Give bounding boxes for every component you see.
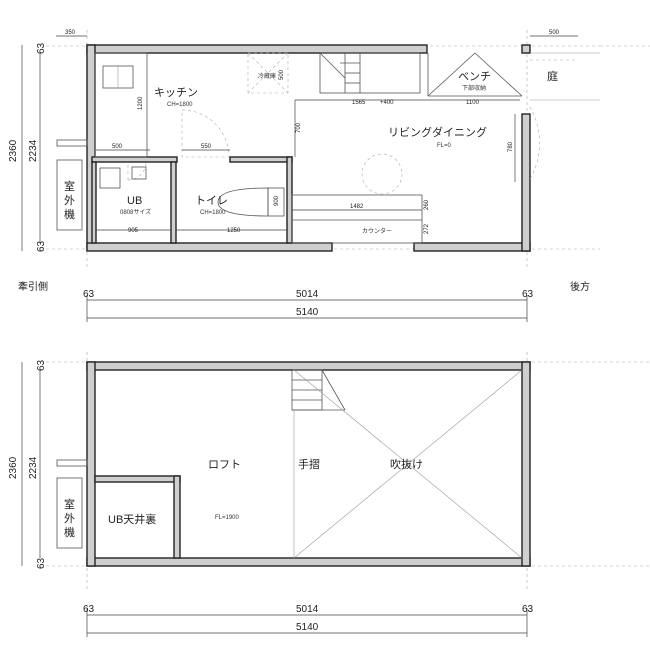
room-bench-label: ベンチ xyxy=(458,70,491,83)
loft-dim-bottom-5140: 5140 xyxy=(296,622,319,633)
wall-ub-right xyxy=(170,161,177,244)
loft-dim-63-top: 63 xyxy=(36,359,47,371)
room-kitchen-ch: CH=1800 xyxy=(167,102,193,108)
wall-ub-left-inner xyxy=(91,161,97,244)
room-living-fl: FL=0 xyxy=(437,143,452,149)
dim-700: 700 xyxy=(296,122,302,133)
dim-kitchen-1200: 1200 xyxy=(138,96,144,110)
wall-toilet-top xyxy=(229,156,293,163)
toilet-fixture xyxy=(217,187,285,217)
loft-dim-63-bottom: 63 xyxy=(36,557,47,569)
counter xyxy=(291,194,423,244)
dim-top-right-500: 500 xyxy=(549,30,560,36)
floor-1-plan: 室 外 機 キッチン CH=1800 冷蔵庫 ベンチ 下部収納 庭 リビングダイ… xyxy=(8,30,650,322)
room-loft-label: ロフト xyxy=(208,459,241,471)
loft-wall-left xyxy=(86,361,96,567)
dim-900: 900 xyxy=(274,195,280,206)
dim-780: 780 xyxy=(508,141,514,152)
stairs-2f xyxy=(291,369,346,411)
room-bench-sub: 下部収納 xyxy=(462,84,486,92)
dim-400: +400 xyxy=(380,100,394,106)
outdoor-unit-1f xyxy=(56,159,83,231)
room-garden-label: 庭 xyxy=(547,69,558,83)
outdoor-unit-char-3: 機 xyxy=(64,207,75,221)
outdoor-unit-char-2: 外 xyxy=(64,194,75,207)
loft-dim-bottom-63-left: 63 xyxy=(83,604,95,615)
fridge-outline xyxy=(247,52,289,94)
window-2f-left xyxy=(56,459,88,467)
kitchen-counter xyxy=(94,52,148,158)
label-tow-side: 牽引側 xyxy=(18,280,48,293)
dim-bottom-63-left: 63 xyxy=(83,289,95,300)
loft-wall-right xyxy=(521,361,531,567)
floor-2-plan: 室 外 機 ロフト 手摺 吹抜け UB天井裏 FL=1900 63 2360 2… xyxy=(8,352,650,637)
room-loft-fl: FL=1900 xyxy=(215,515,240,521)
loft-dim-bottom-63-right: 63 xyxy=(522,604,534,615)
room-toilet-ch: CH=1800 xyxy=(200,210,226,216)
dim-260: 260 xyxy=(424,199,430,210)
dim-272: 272 xyxy=(424,223,430,234)
dim-top-left-350: 350 xyxy=(65,30,76,36)
room-living-label: リビングダイニング xyxy=(388,125,487,139)
loft-wall-bottom xyxy=(86,557,531,567)
dim-left-2360: 2360 xyxy=(8,139,19,162)
dim-1482: 1482 xyxy=(350,204,364,210)
dim-905: 905 xyxy=(128,228,139,234)
kitchen-door-swing xyxy=(181,109,230,158)
loft-dim-2360: 2360 xyxy=(8,456,19,479)
outdoor-unit-2f-char-2: 外 xyxy=(64,512,75,525)
dim-fridge-500: 500 xyxy=(279,69,285,80)
wall-bottom-right xyxy=(413,242,531,252)
dining-table xyxy=(361,153,403,195)
dim-550: 550 xyxy=(201,144,212,150)
room-ub-size: 0808サイズ xyxy=(120,208,151,216)
dim-bottom-63-right: 63 xyxy=(522,289,534,300)
dim-1100: 1100 xyxy=(466,100,480,106)
room-void-label: 吹抜け xyxy=(390,457,423,471)
loft-dim-bottom-5014: 5014 xyxy=(296,604,319,615)
room-ub-label: UB xyxy=(127,195,142,207)
stairs-1f xyxy=(319,52,421,94)
ub-door-swing xyxy=(127,161,147,181)
wall-bottom-left xyxy=(86,242,333,252)
room-handrail-label: 手摺 xyxy=(298,457,320,471)
label-rear: 後方 xyxy=(570,280,590,293)
outdoor-unit-2f xyxy=(56,477,83,549)
outdoor-unit-char-1: 室 xyxy=(64,179,75,193)
wall-toilet-right xyxy=(286,156,293,244)
room-counter-label: カウンター xyxy=(362,227,392,235)
window-1f-left xyxy=(56,139,88,147)
wall-right-lower xyxy=(521,113,531,252)
room-ub-ceiling-label: UB天井裏 xyxy=(108,512,156,526)
outdoor-unit-2f-char-1: 室 xyxy=(64,497,75,511)
dim-500-kitchen: 500 xyxy=(112,144,123,150)
wall-top-main xyxy=(86,44,428,54)
dim-left-63-top: 63 xyxy=(36,42,47,54)
loft-wall-top xyxy=(86,361,531,371)
dim-bottom-5014: 5014 xyxy=(296,289,319,300)
ub-sink xyxy=(131,166,147,180)
dim-1565: 1565 xyxy=(352,100,366,106)
rear-door-swing xyxy=(529,106,540,180)
room-toilet-label: トイレ xyxy=(195,195,228,207)
outdoor-unit-2f-char-3: 機 xyxy=(64,525,75,539)
dim-1250: 1250 xyxy=(227,228,241,234)
room-fridge-label: 冷蔵庫 xyxy=(258,72,276,80)
loft-dim-2234: 2234 xyxy=(28,456,39,479)
wall-top-right-post xyxy=(521,44,531,54)
ub-ceiling-right-wall xyxy=(173,475,181,559)
ub-fixture-box xyxy=(99,167,121,189)
dim-bottom-5140: 5140 xyxy=(296,307,319,318)
wall-kitchen-divider xyxy=(91,156,178,163)
void-diagonal-2 xyxy=(293,369,523,559)
ub-ceiling-top-wall xyxy=(94,475,181,483)
dim-left-2234: 2234 xyxy=(28,139,39,162)
room-kitchen-label: キッチン xyxy=(154,86,198,99)
bench xyxy=(427,52,523,97)
dim-left-63-bottom: 63 xyxy=(36,240,47,252)
